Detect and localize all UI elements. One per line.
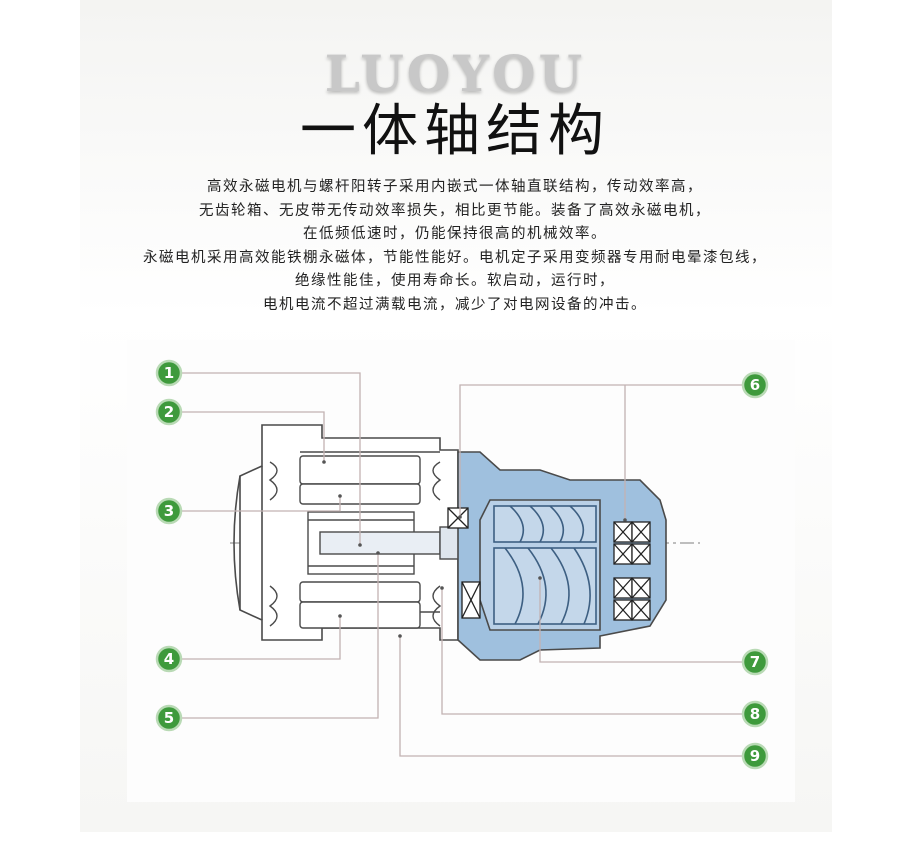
- leader-lines: [182, 372, 742, 757]
- description-line: 在低频低速时，仍能保持很高的机械效率。: [303, 226, 607, 242]
- leader-line-9: [399, 636, 742, 757]
- callout-2: 2: [155, 398, 183, 426]
- description-line: 高效永磁电机与螺杆阳转子采用内嵌式一体轴直联结构，传动效率高，: [207, 179, 703, 195]
- callout-label-9: 9: [750, 747, 760, 765]
- callout-label-7: 7: [750, 653, 760, 671]
- description-line: 无齿轮箱、无皮带无传动效率损失，相比更节能。装备了高效永磁电机，: [199, 202, 711, 219]
- page-title: 一体轴结构: [300, 99, 610, 164]
- leader-line-4: [182, 616, 341, 660]
- callout-label-5: 5: [164, 709, 174, 727]
- leader-line-6a: [459, 384, 742, 517]
- callout-5: 5: [155, 704, 183, 732]
- callout-1: 1: [155, 359, 183, 387]
- callout-4: 4: [155, 645, 183, 673]
- callout-8: 8: [741, 700, 769, 728]
- leader-line-1: [182, 372, 361, 545]
- callout-6: 6: [741, 371, 769, 399]
- callout-label-8: 8: [750, 705, 760, 723]
- leader-line-2: [182, 411, 325, 462]
- seal-bearing: [447, 507, 481, 619]
- leader-anchor-dots: [322, 460, 627, 638]
- leader-line-3: [182, 496, 341, 512]
- callout-label-4: 4: [164, 650, 174, 668]
- brand-watermark: LUOYOU: [324, 44, 586, 103]
- rear-bearings: [613, 521, 651, 621]
- stator-lower: [268, 581, 442, 629]
- callout-label-6: 6: [750, 376, 760, 394]
- leader-line-7: [539, 578, 742, 663]
- leader-line-8: [441, 588, 742, 715]
- description-text: 高效永磁电机与螺杆阳转子采用内嵌式一体轴直联结构，传动效率高， 无齿轮箱、无皮带…: [0, 176, 910, 317]
- description-line: 永磁电机采用高效能铁棚永磁体，节能性能好。电机定子采用变频器专用耐电晕漆包线，: [143, 249, 767, 266]
- callout-9: 9: [741, 742, 769, 770]
- callout-label-3: 3: [164, 502, 174, 520]
- callout-7: 7: [741, 648, 769, 676]
- leader-line-5: [182, 553, 379, 719]
- screw-rotor: [493, 505, 597, 625]
- description-line: 电机电流不超过满载电流，减少了对电网设备的冲击。: [263, 296, 647, 313]
- description-line: 绝缘性能佳，使用寿命长。软启动，运行时，: [295, 273, 615, 289]
- callout-label-1: 1: [164, 364, 174, 382]
- callout-label-2: 2: [164, 403, 174, 421]
- callout-3: 3: [155, 497, 183, 525]
